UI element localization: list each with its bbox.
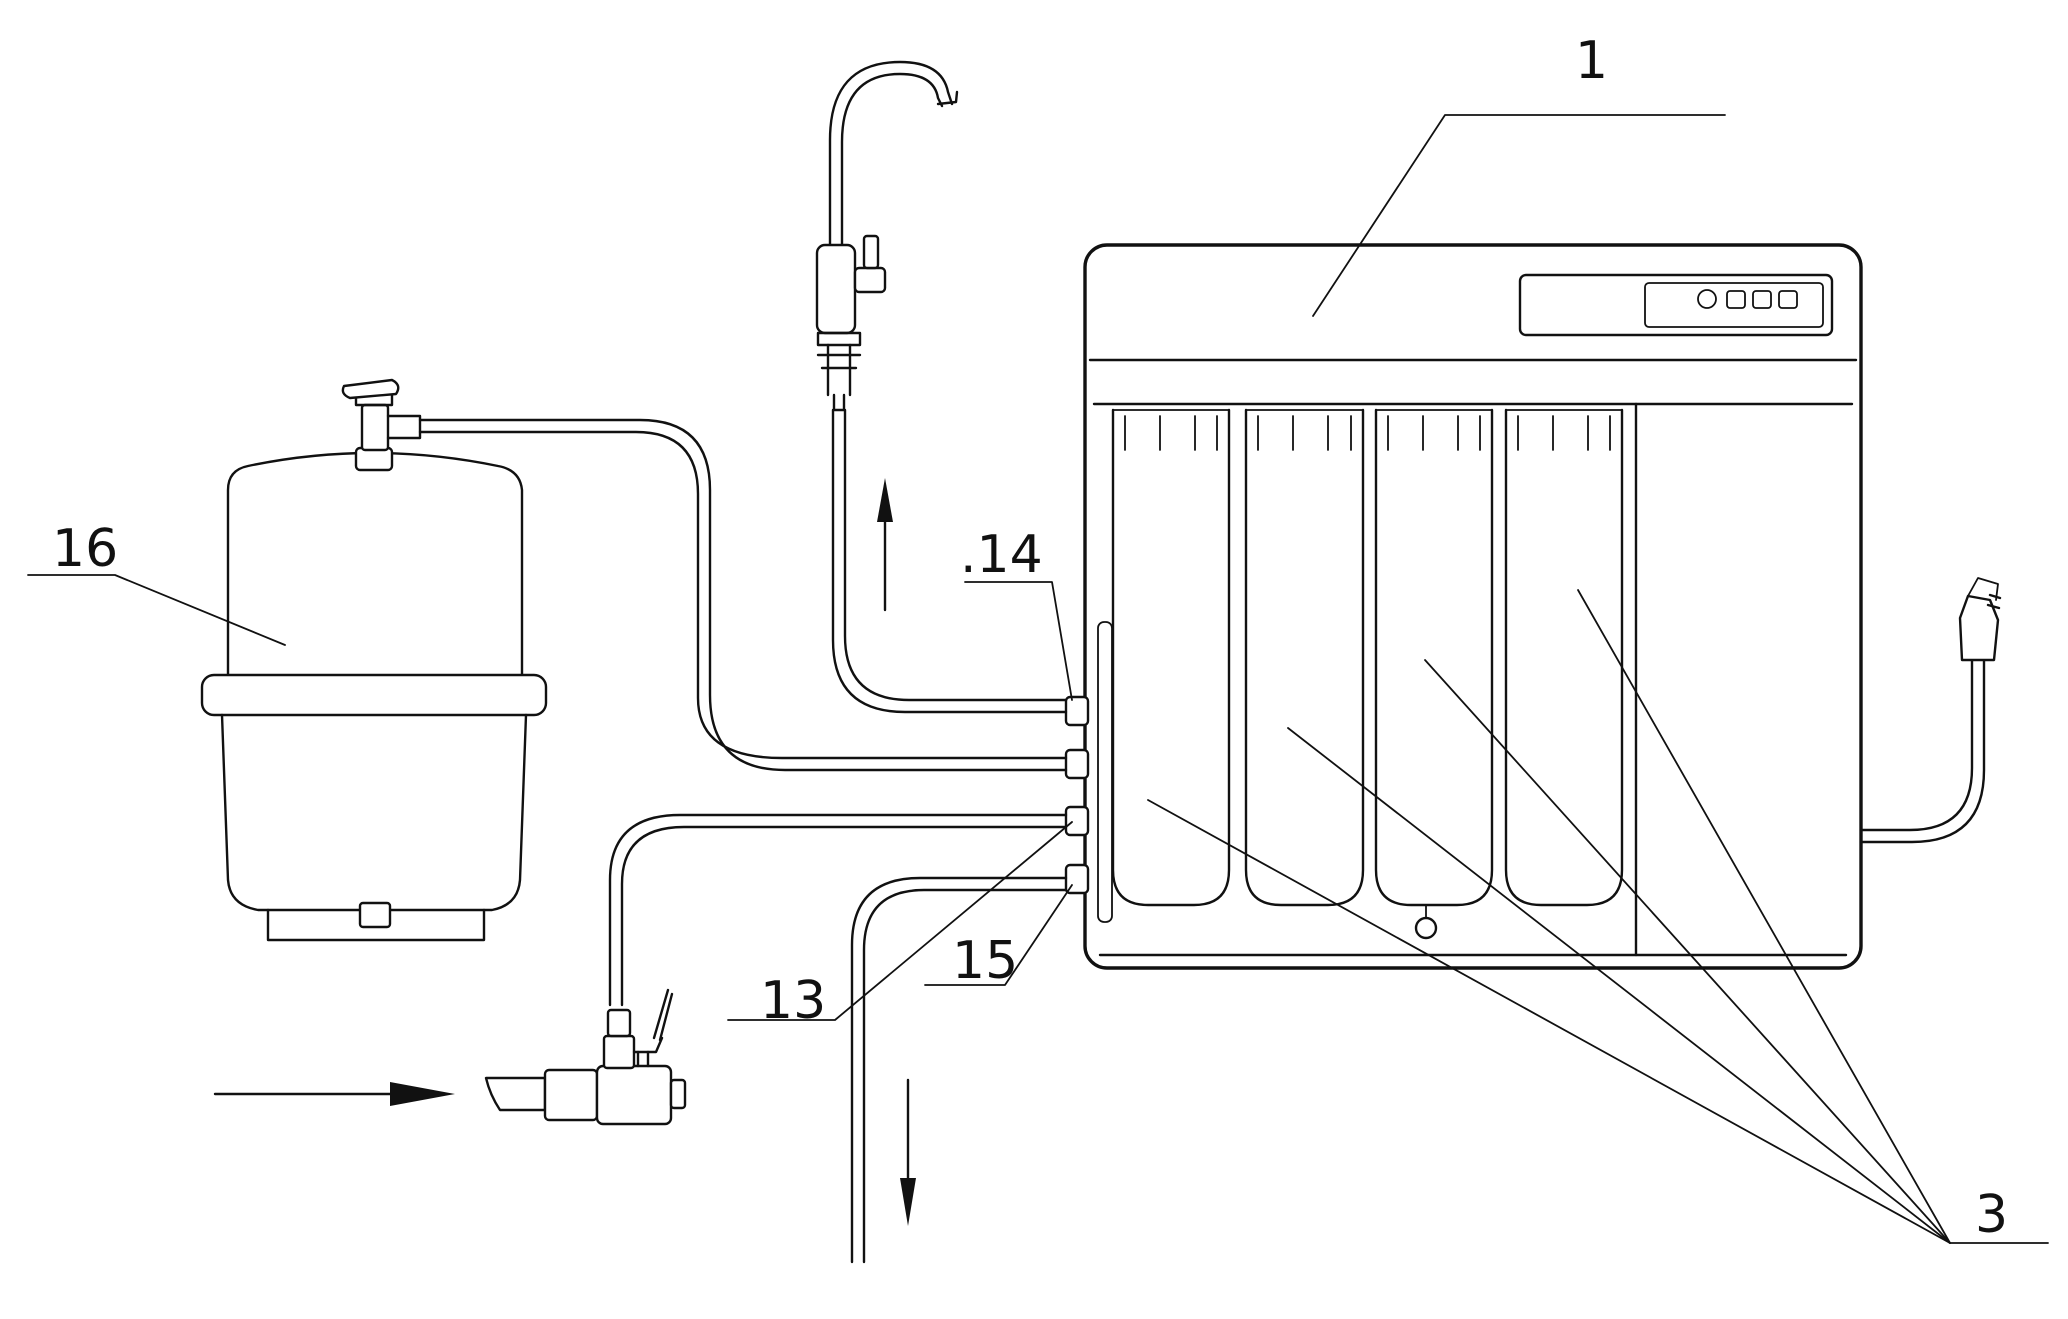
reference-numerals: 1 3 13 .14 15 16 [52, 31, 2008, 1245]
leader-16 [27, 574, 286, 646]
label-16: 16 [52, 519, 118, 579]
control-panel [1518, 273, 1834, 337]
faucet-body [815, 243, 857, 335]
inlet-valve-body [595, 1064, 673, 1126]
tube-inlet [608, 813, 1068, 1007]
cartridge-3 [1374, 408, 1494, 907]
tube-faucet [831, 408, 1068, 714]
tubing [418, 408, 1986, 1264]
cartridge-2 [1244, 408, 1365, 907]
power-cord [1859, 658, 1974, 832]
unit-housing [1083, 243, 1863, 970]
inlet-valve-handle [652, 988, 670, 1040]
control-display [1644, 282, 1824, 328]
faucet-spout [828, 60, 954, 247]
leader-lines [27, 114, 2049, 1244]
power-plug-icon [1958, 577, 2002, 662]
pressure-tank [200, 378, 548, 942]
tube-tank [418, 418, 1068, 772]
inlet-pipe-end [484, 1076, 547, 1112]
leader-3-b [1287, 727, 1951, 1244]
filter-cartridges [1111, 402, 1638, 957]
flow-arrows [213, 478, 916, 1226]
faucet-handle [862, 234, 880, 270]
power-button-icon [1697, 289, 1717, 309]
leader-3-d [1577, 589, 1951, 1244]
leader-14 [964, 581, 1073, 701]
label-3: 3 [1975, 1185, 2008, 1245]
inlet-valve [484, 988, 687, 1126]
faucet-shank [826, 343, 852, 397]
drain-ring [1414, 916, 1438, 940]
label-14: .14 [960, 525, 1043, 585]
leader-1 [1312, 114, 1726, 317]
tank-base [266, 908, 486, 942]
label-15: 15 [952, 931, 1018, 991]
connector-14 [1064, 695, 1090, 727]
leader-3-c [1424, 659, 1951, 1244]
tank-band [200, 673, 548, 717]
connector-tank [1064, 748, 1090, 780]
inlet-coupling [543, 1068, 599, 1122]
tank-valve-lever [341, 378, 400, 400]
tank-valve-body [360, 403, 390, 452]
tank-lower-shell [220, 713, 528, 912]
faucet [815, 60, 959, 412]
status-icon-1 [1726, 290, 1746, 309]
purifier-unit [1083, 243, 1863, 970]
label-1: 1 [1575, 31, 1608, 91]
faucet-valve [853, 266, 887, 294]
tank-upper-shell [226, 451, 524, 677]
status-icon-2 [1752, 290, 1772, 309]
cartridge-1 [1111, 408, 1231, 907]
status-icon-3 [1778, 290, 1798, 309]
cartridge-4 [1504, 408, 1624, 907]
leader-13 [727, 821, 1073, 1021]
connector-13 [1064, 805, 1090, 837]
leader-3-a [1147, 799, 1951, 1244]
side-strip [1097, 621, 1113, 923]
tank-valve-nut [354, 446, 394, 472]
leader-15 [924, 884, 1073, 986]
inlet-valve-stem [602, 1034, 636, 1070]
unit-connectors [1064, 695, 1090, 895]
tube-drain [850, 876, 1068, 1264]
label-13: 13 [760, 971, 826, 1031]
